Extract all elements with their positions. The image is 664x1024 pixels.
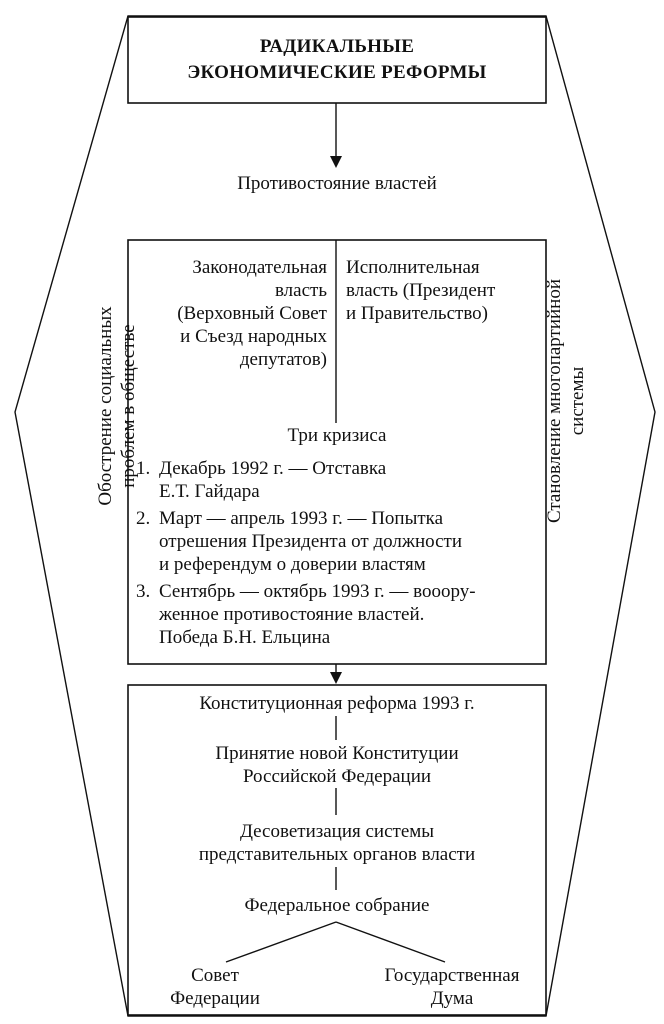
crisis-text: Сентябрь — октябрь 1993 г. — вооору- жен… — [159, 581, 476, 648]
federal-assembly-label: Федеральное собрание — [244, 895, 430, 916]
crisis-text: Март — апрель 1993 г. — Попытка отрешени… — [159, 508, 463, 575]
crisis-text: Декабрь 1992 г. — Отставка Е.Т. Гайдара — [159, 458, 387, 502]
federation-council-label: Совет Федерации — [170, 965, 260, 1009]
connector-assembly-duma — [335, 921, 446, 963]
reform-box — [127, 684, 547, 1016]
crisis-number: 2. — [136, 508, 151, 529]
executive-power-text: Исполнительная власть (Президент и Прави… — [346, 257, 496, 324]
confrontation-label: Противостояние властей — [237, 173, 437, 194]
crises-heading: Три кризиса — [287, 425, 387, 446]
constitutional-reform-label: Конституционная реформа 1993 г. — [199, 693, 475, 714]
diagram-title: РАДИКАЛЬНЫЕ ЭКОНОМИЧЕСКИЕ РЕФОРМЫ — [187, 36, 487, 83]
legislative-power-text: Законодательная власть (Верховный Совет … — [177, 257, 327, 370]
title-box — [127, 16, 547, 104]
desovietization-label: Десоветизация системы представительных о… — [198, 821, 476, 865]
outer-hexagon-frame — [14, 15, 656, 1017]
connector-assembly-council — [225, 921, 337, 963]
right-side-label: Становление многопартийной системы — [544, 278, 588, 524]
arrow-title-head — [330, 156, 342, 168]
new-constitution-label: Принятие новой Конституции Российской Фе… — [215, 743, 459, 787]
state-duma-label: Государственная Дума — [384, 965, 520, 1009]
left-side-label: Обострение социальных проблем в обществе — [95, 306, 139, 506]
crises-box — [127, 239, 547, 665]
arrow-crises-head — [330, 672, 342, 684]
crisis-number: 1. — [136, 458, 151, 479]
crisis-number: 3. — [136, 581, 151, 602]
